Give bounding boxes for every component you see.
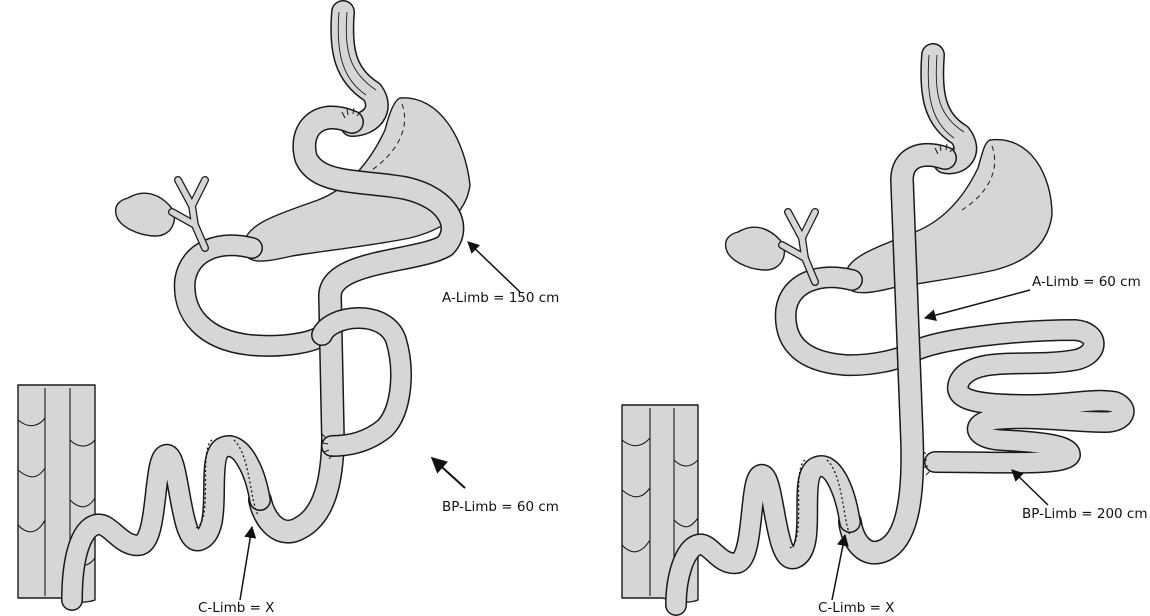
bp-limb-label-right: BP-Limb = 200 cm: [1022, 506, 1148, 522]
c-limb-arrow-left: [240, 527, 252, 600]
gallbladder-left: [116, 193, 175, 236]
c-limb-label-left: C-Limb = X: [198, 600, 274, 616]
a-limb-arrow-left: [468, 242, 520, 292]
bp-limb-arrow-right: [1012, 470, 1048, 505]
a-limb-arrow-right: [925, 290, 1030, 318]
bp-limb-label-left: BP-Limb = 60 cm: [442, 499, 559, 515]
c-limb-arrow-right: [832, 535, 845, 600]
bp-limb-arrow-left: [432, 458, 465, 488]
a-limb-label-right: A-Limb = 60 cm: [1032, 274, 1141, 290]
a-limb-label-left: A-Limb = 150 cm: [442, 290, 559, 306]
gallbladder-right: [726, 227, 785, 270]
diagram-right: A-Limb = 60 cm BP-Limb = 200 cm C-Limb =…: [622, 55, 1148, 616]
diagram-left: A-Limb = 150 cm BP-Limb = 60 cm C-Limb =…: [18, 12, 559, 616]
c-limb-label-right: C-Limb = X: [818, 600, 894, 616]
